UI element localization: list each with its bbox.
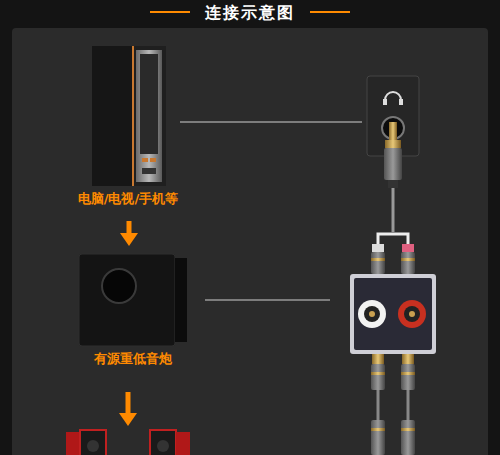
title-rule (150, 11, 190, 13)
rca-panel-illustration (350, 274, 436, 354)
subwoofer-device: 有源重低音炮 (73, 248, 193, 367)
leader-line (180, 122, 362, 123)
computer-illustration (68, 42, 188, 190)
device-label: 有源重低音炮 (73, 350, 193, 367)
rca-plug-illustration (371, 244, 415, 274)
speaker-illustration (66, 430, 190, 455)
flow-arrow (119, 392, 137, 426)
device-label: 电脑/电视/手机等 (68, 190, 188, 207)
flow-arrow (120, 221, 138, 246)
source-device: 电脑/电视/手机等 (68, 42, 188, 207)
title-bar: 连接示意图 (0, 3, 500, 24)
panel (12, 28, 488, 455)
title-rule (310, 11, 350, 13)
jack-illustration (367, 76, 419, 246)
rca-plug-illustration (371, 354, 415, 455)
leader-line (205, 300, 330, 301)
diagram-title: 连接示意图 (199, 3, 301, 22)
subwoofer-illustration (73, 248, 193, 350)
